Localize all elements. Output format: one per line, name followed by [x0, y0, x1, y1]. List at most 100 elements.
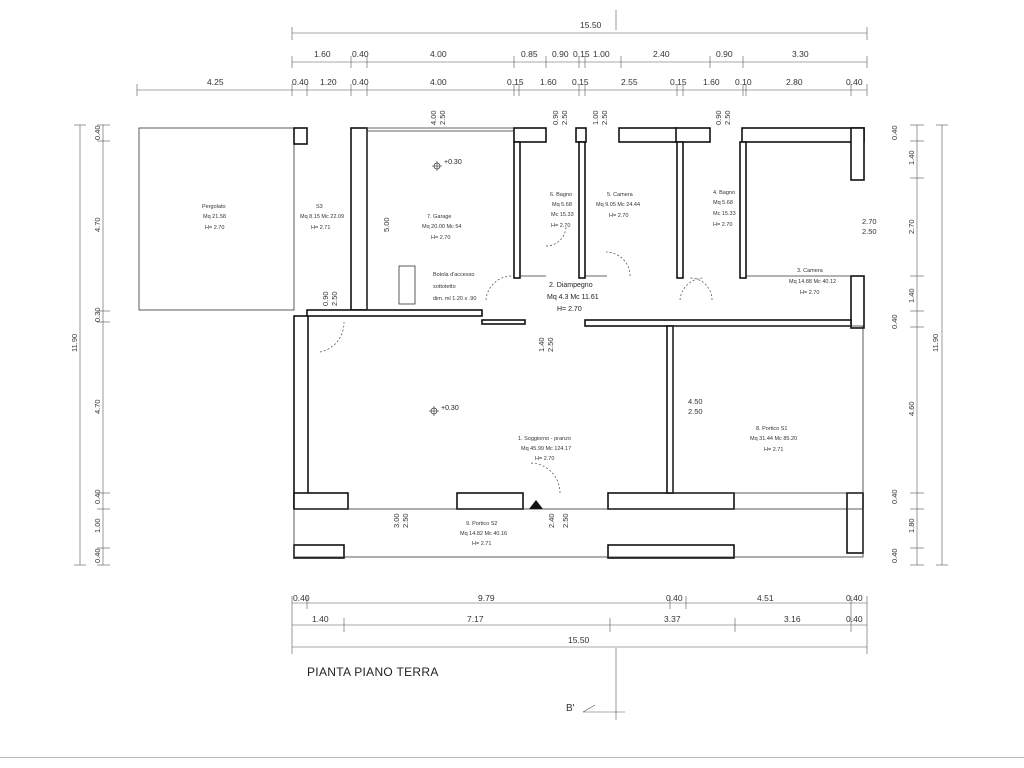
portico2-name: 9. Portico S2: [466, 521, 498, 527]
left-dimensions: 0.40 4.70 0.30 4.70 0.40 1.00 0.40 11.90: [70, 124, 110, 566]
dim-bottom-r2-3: 3.16: [784, 614, 801, 624]
opening-dimensions: 4.00 2.50 0.90 2.50 1.00 2.50 0.90 2.50 …: [321, 110, 877, 528]
dim-right-1: 1.40: [907, 150, 916, 165]
bagno6-height: H= 2.70: [551, 223, 570, 229]
camera5-area: Mq 9.05 Mc 24.44: [596, 202, 640, 208]
dim-left-0: 0.40: [93, 125, 102, 140]
garage-height: H= 2.70: [431, 235, 450, 241]
dim-bottom-r1-4: 0.40: [846, 593, 863, 603]
dim-top-r1-1: 0.40: [352, 49, 369, 59]
access-note-1: Botola d'accesso: [433, 272, 474, 278]
level-marker-living: +0.30: [429, 405, 459, 416]
dim-bottom-r1-0: 0.40: [293, 593, 310, 603]
level-marker-garage: +0.30: [432, 159, 462, 171]
dim-right-4: 0.40: [890, 314, 899, 329]
door-swings: [319, 225, 713, 494]
open-portico-w: 4.50: [688, 397, 703, 406]
dim-top-r1-5: 0.15: [573, 49, 590, 59]
bagno6-volume: Mc 15.33: [551, 212, 574, 218]
dim-top-r2-11: 0.10: [735, 77, 752, 87]
bagno6-name: 6. Bagno: [550, 192, 572, 198]
dim-top-r2-6: 1.60: [540, 77, 557, 87]
dim-top-r2-4: 4.00: [430, 77, 447, 87]
entrance-arrow-icon: [529, 500, 543, 509]
dim-right-overall: 11.90: [931, 334, 940, 352]
dim-bottom-r2-1: 7.17: [467, 614, 484, 624]
pergolato-name: Pergolato: [202, 204, 226, 210]
diampegno-name: 2. Diampegno: [549, 282, 593, 289]
dim-right-5: 4.60: [907, 401, 916, 416]
garage-name: 7. Garage: [427, 214, 451, 220]
living-level: +0.30: [441, 405, 459, 412]
dim-top-r1-0: 1.60: [314, 49, 331, 59]
dim-right-2: 2.70: [907, 219, 916, 234]
open-garage-side: 5.00: [382, 217, 391, 232]
dim-top-r2-12: 2.80: [786, 77, 803, 87]
dim-bottom-r1-3: 4.51: [757, 593, 774, 603]
open-bagno4-h: 2.50: [723, 110, 732, 125]
open-portico2-right-w: 2.40: [547, 513, 556, 528]
dim-right-6: 0.40: [890, 489, 899, 504]
access-hatch: [398, 265, 416, 305]
dim-top-r1-2: 4.00: [430, 49, 447, 59]
dim-top-r1-4: 0.90: [552, 49, 569, 59]
pergolato-area: Mq 21.58: [203, 214, 226, 220]
camera5-height: H= 2.70: [609, 213, 628, 219]
dim-top-r1-9: 3.30: [792, 49, 809, 59]
portico1-height: H= 2.71: [764, 447, 783, 453]
room-diampegno: 2. Diampegno Mq 4.3 Mc 11.61 H= 2.70: [547, 282, 599, 313]
open-portico2-right-h: 2.50: [561, 513, 570, 528]
dim-top-r2-0: 4.25: [207, 77, 224, 87]
room-garage: 7. Garage Mq 20.00 Mc 54 H= 2.70: [422, 214, 461, 241]
open-camera5-w: 1.00: [591, 110, 600, 125]
open-garage-h: 2.50: [438, 110, 447, 125]
open-camera5-h: 2.50: [600, 110, 609, 125]
camera3-name: 3. Camera: [797, 268, 824, 274]
access-note-2: sottotetto: [433, 284, 456, 290]
camera5-name: 5. Camera: [607, 192, 634, 198]
dim-top-r2-13: 0.40: [846, 77, 863, 87]
room-soggiorno: 1. Soggiorno - pranzo Mq 45.99 Mc 124.17…: [518, 436, 571, 462]
bagno4-name: 4. Bagno: [713, 190, 735, 196]
dim-left-2: 0.30: [93, 307, 102, 322]
drawing-title: PIANTA PIANO TERRA: [307, 665, 439, 679]
dim-right-3: 1.40: [907, 288, 916, 303]
soggiorno-area: Mq 45.99 Mc 124.17: [521, 446, 571, 452]
s3-area: Mq 8.15 Mc 22.09: [300, 214, 344, 220]
section-mark-label: B': [566, 703, 575, 714]
open-portico2-left-h: 2.50: [401, 513, 410, 528]
soggiorno-height: H= 2.70: [535, 456, 554, 462]
open-bagno6-w: 0.90: [551, 110, 560, 125]
dim-bottom-r2-2: 3.37: [664, 614, 681, 624]
dim-bottom-r2-4: 0.40: [846, 614, 863, 624]
room-bagno6: 6. Bagno Mq 5.68 Mc 15.33 H= 2.70: [550, 192, 574, 229]
dim-top-r2-5: 0.15: [507, 77, 524, 87]
dim-left-3: 4.70: [93, 399, 102, 414]
s3-name: S3: [316, 204, 323, 210]
room-pergolato: Pergolato Mq 21.58 H= 2.70: [202, 204, 226, 231]
dim-top-r2-10: 1.60: [703, 77, 720, 87]
diampegno-height: H= 2.70: [557, 306, 582, 313]
dim-top-r1-6: 1.00: [593, 49, 610, 59]
open-s3-h: 2.50: [330, 291, 339, 306]
bagno4-area: Mq 5.68: [713, 200, 733, 206]
bagno4-height: H= 2.70: [713, 222, 732, 228]
access-note-3: dim. ml 1.20 x .90: [433, 296, 476, 302]
open-diamp-w: 1.40: [537, 337, 546, 352]
portico1-name: 8. Portico S1: [756, 426, 788, 432]
bagno6-area: Mq 5.68: [552, 202, 572, 208]
dim-top-r2-1: 0.40: [292, 77, 309, 87]
dim-left-6: 0.40: [93, 548, 102, 563]
room-camera5: 5. Camera Mq 9.05 Mc 24.44 H= 2.70: [596, 192, 640, 219]
dim-bottom-r1-2: 0.40: [666, 593, 683, 603]
camera3-height: H= 2.70: [800, 290, 819, 296]
dim-top-r1-3: 0.85: [521, 49, 538, 59]
dim-bottom-r1-1: 9.79: [478, 593, 495, 603]
open-bagno6-h: 2.50: [560, 110, 569, 125]
dim-right-0: 0.40: [890, 125, 899, 140]
dim-bottom-overall: 15.50: [568, 635, 590, 645]
room-camera3: 3. Camera Mq 14.88 Mc 40.12 H= 2.70: [789, 268, 836, 296]
open-diamp-h: 2.50: [546, 337, 555, 352]
open-camera3-w: 2.70: [862, 217, 877, 226]
